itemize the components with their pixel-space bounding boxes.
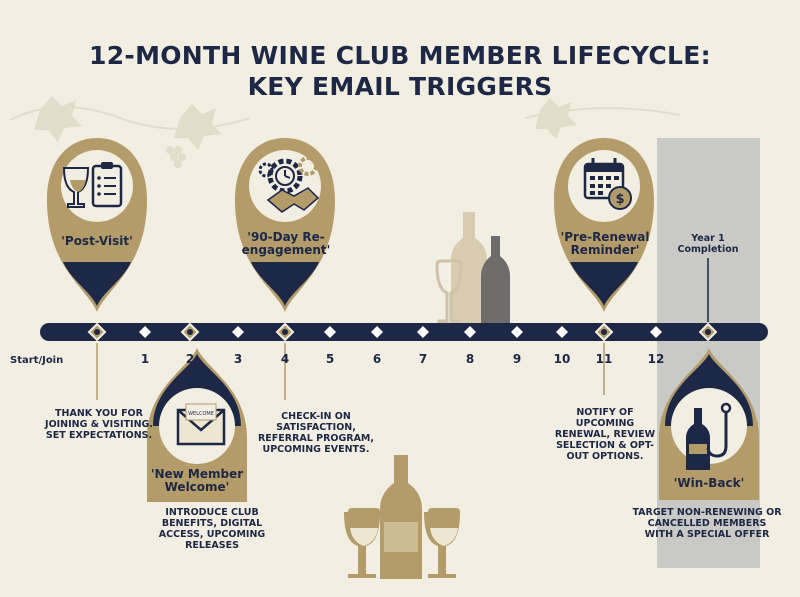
month-marker (232, 326, 244, 338)
reengagement-note: CHECK-IN ON SATISFACTION, REFERRAL PROGR… (257, 411, 374, 455)
pre-renewal-note: NOTIFY OF UPCOMING RENEWAL, REVIEW SELEC… (554, 407, 656, 462)
post-visit-pin (47, 138, 147, 312)
month-label-9: 9 (512, 352, 522, 366)
start-label: Start/Join (10, 355, 64, 366)
month-marker (464, 326, 476, 338)
glass-clipboard-icon (62, 162, 123, 208)
wine-bottles-illustration (344, 212, 510, 579)
month-label-11: 11 (595, 352, 613, 366)
month-label-7: 7 (418, 352, 428, 366)
month-label-3: 3 (233, 352, 243, 366)
month-marker (511, 326, 523, 338)
year-end-label: Year 1 Completion (677, 233, 739, 255)
month-marker (417, 326, 429, 338)
envelope-text: WELCOME (188, 411, 214, 417)
reengagement-label: '90-Day Re-engagement' (241, 230, 331, 257)
post-visit-label: 'Post-Visit' (61, 234, 133, 248)
month-marker (324, 326, 336, 338)
milestone-center-dot (187, 329, 193, 335)
month-label-4: 4 (280, 352, 290, 366)
envelope-icon: WELCOME (176, 403, 226, 446)
title-line-2: KEY EMAIL TRIGGERS (247, 72, 553, 101)
month-label-1: 1 (140, 352, 150, 366)
timeline-bar (40, 323, 768, 341)
month-marker (139, 326, 151, 338)
svg-text:$: $ (615, 192, 624, 207)
new-member-label: 'New Member Welcome' (150, 467, 244, 494)
gears-handshake-icon (258, 156, 320, 213)
new-member-note: INTRODUCE CLUB BENEFITS, DIGITAL ACCESS,… (158, 507, 266, 551)
month-marker (650, 326, 662, 338)
win-back-note: TARGET NON-RENEWING OR CANCELLED MEMBERS… (632, 507, 782, 540)
month-label-2: 2 (185, 352, 195, 366)
bottle-hook-icon (686, 402, 732, 470)
month-label-10: 10 (553, 352, 571, 366)
month-marker (556, 326, 568, 338)
month-label-6: 6 (372, 352, 382, 366)
win-back-label: 'Win-Back' (673, 476, 745, 490)
reengagement-pin (235, 138, 335, 312)
month-label-12: 12 (647, 352, 665, 366)
month-label-8: 8 (465, 352, 475, 366)
milestone-center-dot (282, 329, 288, 335)
post-visit-note: THANK YOU FOR JOINING & VISITING. SET EX… (45, 408, 153, 441)
vine-decoration (9, 96, 681, 168)
calendar-dollar-icon: $ (583, 158, 632, 210)
pre-renewal-label: 'Pre-Renewal Reminder' (560, 230, 650, 257)
start-marker-dot (94, 329, 100, 335)
title-line-1: 12-MONTH WINE CLUB MEMBER LIFECYCLE: (89, 41, 711, 70)
milestone-center-dot (601, 329, 607, 335)
month-marker (371, 326, 383, 338)
page-title: 12-MONTH WINE CLUB MEMBER LIFECYCLE: KEY… (0, 40, 800, 102)
month-label-5: 5 (325, 352, 335, 366)
year-end-marker-dot (705, 329, 711, 335)
